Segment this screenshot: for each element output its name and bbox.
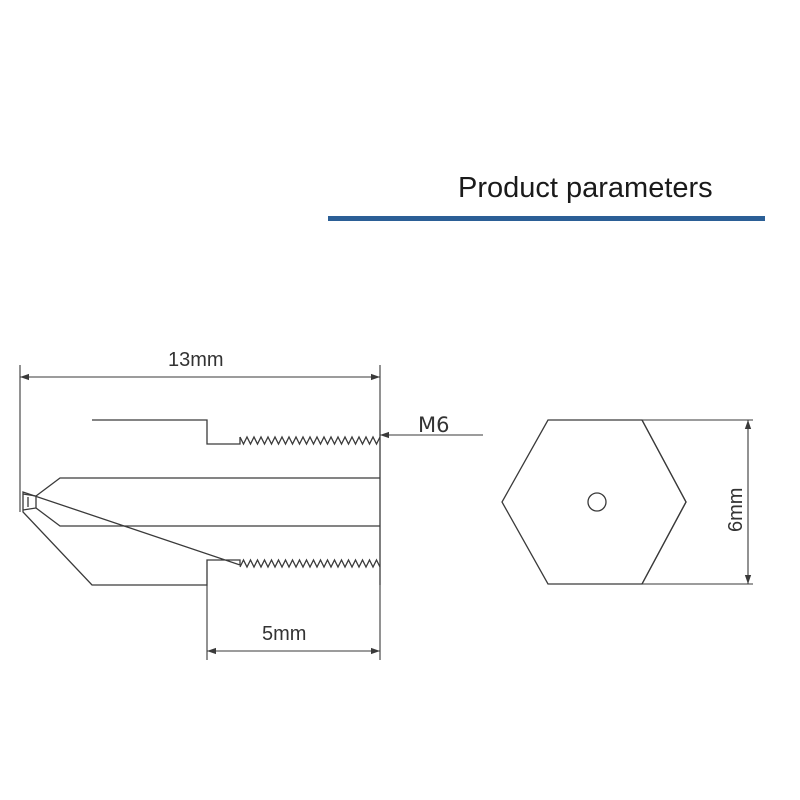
end-view — [501, 419, 687, 585]
side-view-dimensions — [19, 365, 483, 660]
thread-callout-label: M6 — [418, 413, 449, 437]
title-underline — [328, 216, 765, 221]
end-view-dimensions — [642, 419, 753, 585]
thread-bottom — [239, 558, 381, 569]
total-length-label: 13mm — [168, 349, 224, 371]
nozzle-outer-profile — [22, 419, 241, 586]
inner-bore — [35, 477, 380, 527]
section-title: Product parameters — [458, 172, 713, 204]
nozzle-tip — [22, 493, 37, 511]
nozzle-orifice — [587, 492, 607, 512]
side-view — [22, 419, 381, 586]
hex-outline — [501, 419, 687, 585]
hex-width-label: 6mm — [725, 488, 747, 532]
hex-flat-edge — [641, 419, 687, 585]
thread-top — [239, 435, 381, 446]
thread-length-label: 5mm — [262, 623, 306, 645]
